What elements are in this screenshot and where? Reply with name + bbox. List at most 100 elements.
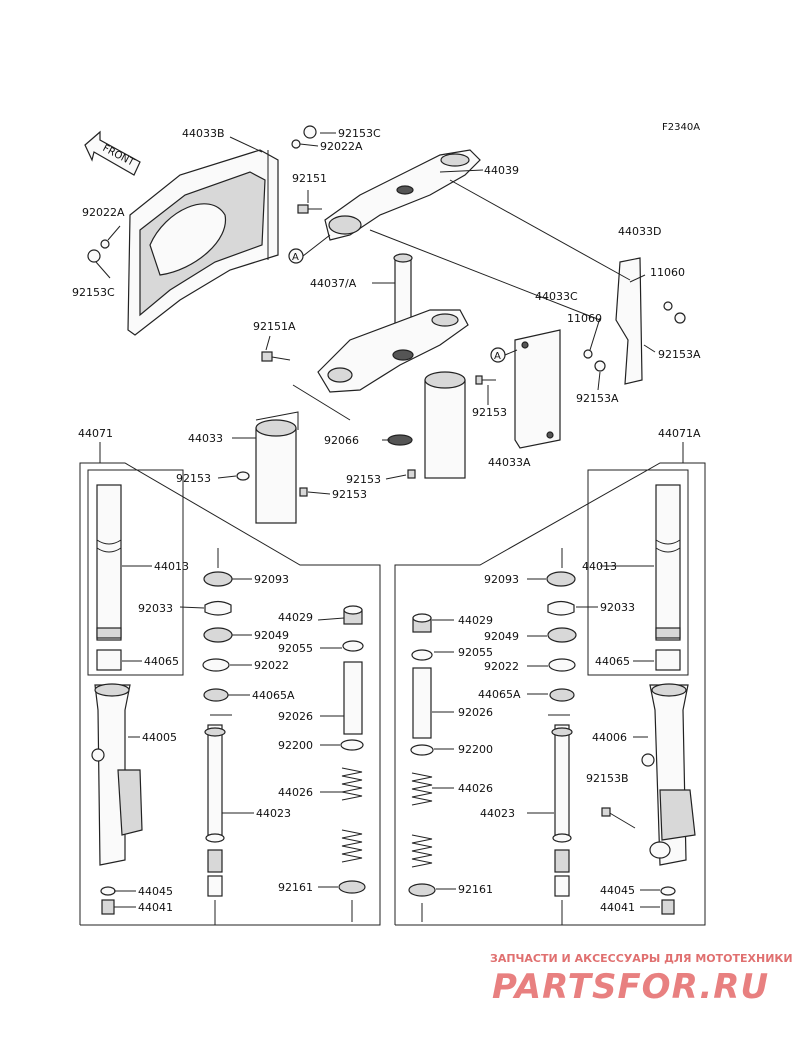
tube-44033A — [424, 371, 466, 479]
cover-44033C — [514, 329, 561, 449]
nut-92153A-b — [594, 360, 606, 372]
label-right-92049: 92049 — [484, 630, 519, 643]
label-44033D: 44033D — [618, 225, 661, 238]
bolt-92151A — [261, 351, 291, 362]
label-92153A-a: 92153A — [658, 348, 701, 361]
upper-bracket-44039 — [324, 149, 481, 241]
label-right-44026: 44026 — [458, 782, 493, 795]
bracket-44033D — [615, 257, 643, 385]
label-92151: 92151 — [292, 172, 327, 185]
label-44033: 44033 — [188, 432, 223, 445]
tube-44033 — [255, 411, 299, 524]
bolt-92153-c — [299, 487, 308, 497]
label-left-92022: 92022 — [254, 659, 289, 672]
grommet-11060-b — [583, 349, 593, 359]
ref-mark-a-right: A — [490, 347, 506, 363]
watermark-subtitle: ЗАПЧАСТИ И АКСЕССУАРЫ ДЛЯ МОТОТЕХНИКИ — [490, 952, 793, 965]
label-right-44013: 44013 — [582, 560, 617, 573]
label-right-92026: 92026 — [458, 706, 493, 719]
label-right-92153B: 92153B — [586, 772, 629, 785]
nut-92153A-a — [674, 312, 686, 324]
right-inner-box — [587, 469, 689, 676]
front-arrow-icon: FRONT — [84, 130, 141, 176]
label-right-92055: 92055 — [458, 646, 493, 659]
label-left-44065: 44065 — [144, 655, 179, 668]
nut-92153C-top — [303, 125, 317, 139]
label-44037A: 44037/A — [310, 277, 357, 290]
label-11060-a: 11060 — [650, 266, 685, 279]
label-right-44023: 44023 — [480, 807, 515, 820]
label-left-44065A: 44065A — [252, 689, 295, 702]
label-right-92161: 92161 — [458, 883, 493, 896]
label-right-92033: 92033 — [600, 601, 635, 614]
label-44033C: 44033C — [535, 290, 578, 303]
svg-text:A: A — [494, 351, 501, 362]
right-outer-tube-44006 — [601, 683, 696, 866]
label-left-92026: 92026 — [278, 710, 313, 723]
left-inner-box — [87, 469, 184, 676]
bolt-92153-a — [475, 375, 496, 385]
bolt-92151 — [297, 204, 322, 214]
label-left-92049: 92049 — [254, 629, 289, 642]
label-left-44023: 44023 — [256, 807, 291, 820]
label-92153-d: 92153 — [332, 488, 367, 501]
label-left-44026: 44026 — [278, 786, 313, 799]
label-92153-c: 92153 — [346, 473, 381, 486]
diagram-code: F2340A — [662, 122, 700, 133]
left-bolt-44041 — [101, 899, 115, 915]
nut-92153C-left — [87, 249, 101, 263]
label-44033B: 44033B — [182, 127, 225, 140]
label-92151A: 92151A — [253, 320, 296, 333]
label-left-44013: 44013 — [154, 560, 189, 573]
label-92153C-b: 92153C — [72, 286, 115, 299]
right-lower-leaders — [432, 565, 660, 908]
svg-text:A: A — [292, 252, 299, 263]
label-92022A-a: 92022A — [320, 140, 363, 153]
right-seal-stack — [546, 571, 577, 702]
right-inner-tube-44013 — [655, 484, 681, 641]
upper-leaders — [95, 132, 656, 495]
label-92153C-a: 92153C — [338, 127, 381, 140]
left-outer-tube-44005 — [91, 683, 143, 866]
label-right-92200: 92200 — [458, 743, 493, 756]
label-right-44065A: 44065A — [478, 688, 521, 701]
left-spring-column — [338, 605, 366, 922]
label-left-92033: 92033 — [138, 602, 173, 615]
left-fork-frame — [79, 462, 381, 926]
label-44033A: 44033A — [488, 456, 531, 469]
washer-92022A-left — [100, 239, 110, 249]
left-lower-leaders — [114, 565, 345, 908]
label-right-44045: 44045 — [600, 884, 635, 897]
label-44071A: 44071A — [658, 427, 701, 440]
right-spring-column — [408, 613, 436, 922]
label-92066: 92066 — [324, 434, 359, 447]
label-44039: 44039 — [484, 164, 519, 177]
label-left-92200: 92200 — [278, 739, 313, 752]
label-left-44029: 44029 — [278, 611, 313, 624]
right-bushing-44065 — [655, 649, 681, 671]
right-fork-frame — [394, 462, 706, 926]
seal-92066 — [387, 434, 413, 446]
right-bolt-44041 — [661, 899, 675, 915]
ref-mark-a-left: A — [288, 248, 304, 264]
label-left-44041: 44041 — [138, 901, 173, 914]
label-92153-a: 92153 — [472, 406, 507, 419]
label-11060-b: 11060 — [567, 312, 602, 325]
bolt-92153-d — [407, 469, 416, 479]
lower-bracket — [317, 309, 469, 393]
label-right-92093: 92093 — [484, 573, 519, 586]
label-44071: 44071 — [78, 427, 113, 440]
left-washer-44045 — [100, 886, 116, 896]
label-left-44005: 44005 — [142, 731, 177, 744]
label-right-44041: 44041 — [600, 901, 635, 914]
label-left-92093: 92093 — [254, 573, 289, 586]
watermark-brand: PARTSFOR.RU — [492, 967, 769, 1007]
left-seal-stack — [202, 571, 233, 702]
label-right-44006: 44006 — [592, 731, 627, 744]
left-damper-rod-44023 — [204, 724, 226, 925]
label-92022A-b: 92022A — [82, 206, 125, 219]
label-92153-b: 92153 — [176, 472, 211, 485]
grommet-11060-a — [663, 301, 673, 311]
